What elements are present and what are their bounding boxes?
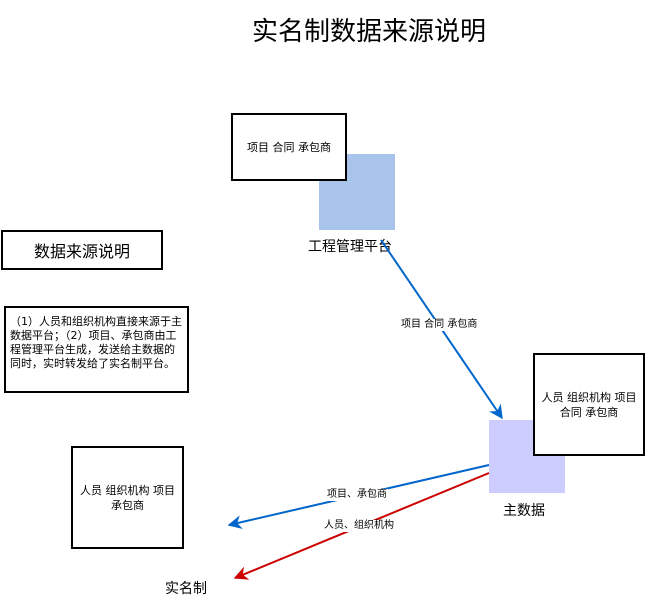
- platform-note: 项目 合同 承包商: [231, 113, 347, 181]
- master-note: 人员 组织机构 项目 合同 承包商: [533, 353, 645, 456]
- edge-label-platform-to-master: 项目 合同 承包商: [400, 319, 479, 331]
- master-label: 主数据: [503, 503, 545, 519]
- legend-text-box: （1）人员和组织机构直接来源于主数据平台；（2）项目、承包商由工程管理平台生成，…: [4, 306, 189, 393]
- edge-label-red: 人员、组织机构: [323, 520, 395, 532]
- realname-note: 人员 组织机构 项目 承包商: [71, 446, 184, 549]
- realname-label: 实名制: [165, 581, 207, 597]
- platform-note-text: 项目 合同 承包商: [247, 140, 331, 154]
- edge-label-blue: 项目、承包商: [326, 489, 388, 501]
- legend-text: （1）人员和组织机构直接来源于主数据平台；（2）项目、承包商由工程管理平台生成，…: [10, 315, 182, 370]
- legend-title: 数据来源说明: [33, 242, 130, 261]
- platform-label: 工程管理平台: [308, 239, 392, 255]
- realname-note-text: 人员 组织机构 项目 承包商: [80, 483, 175, 512]
- legend-title-box: 数据来源说明: [1, 230, 163, 270]
- master-note-text: 人员 组织机构 项目 合同 承包商: [541, 390, 637, 419]
- page-title: 实名制数据来源说明: [251, 17, 486, 47]
